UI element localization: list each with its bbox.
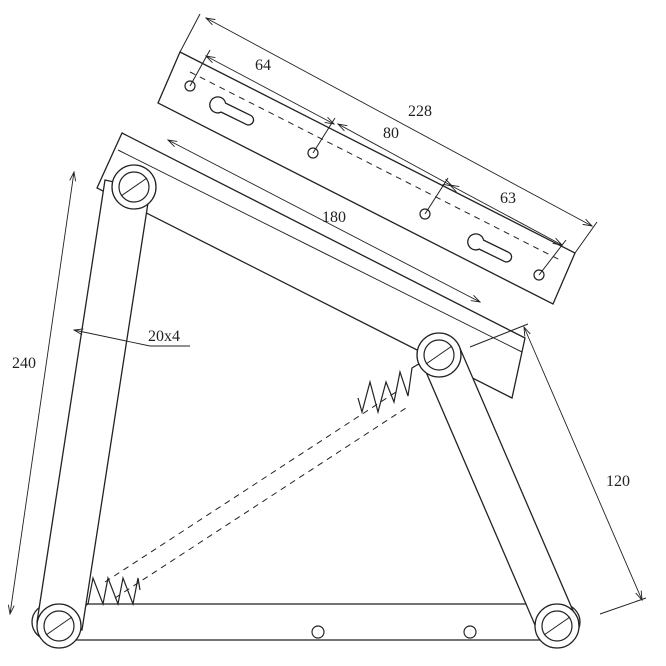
- dimension-180: 180: [168, 140, 480, 302]
- dimension-label-228: 228: [408, 103, 432, 120]
- dimension-label-240: 240: [12, 355, 36, 372]
- long-arm: [36, 164, 157, 649]
- dimension-120: 120: [469, 323, 647, 615]
- dimension-label-20x4: 20x4: [148, 328, 180, 345]
- dimension-240: 240: [10, 172, 74, 614]
- dimension-20x4: 20x4: [74, 328, 190, 347]
- base-bar: [31, 603, 581, 641]
- dimension-label-80: 80: [383, 125, 399, 142]
- dimension-label-64: 64: [255, 57, 271, 74]
- spring: [67, 355, 433, 618]
- dimension-label-63: 63: [500, 190, 516, 207]
- dimension-label-120: 120: [606, 473, 630, 490]
- dimension-63: 63: [450, 185, 567, 276]
- dimension-label-180: 180: [322, 209, 346, 226]
